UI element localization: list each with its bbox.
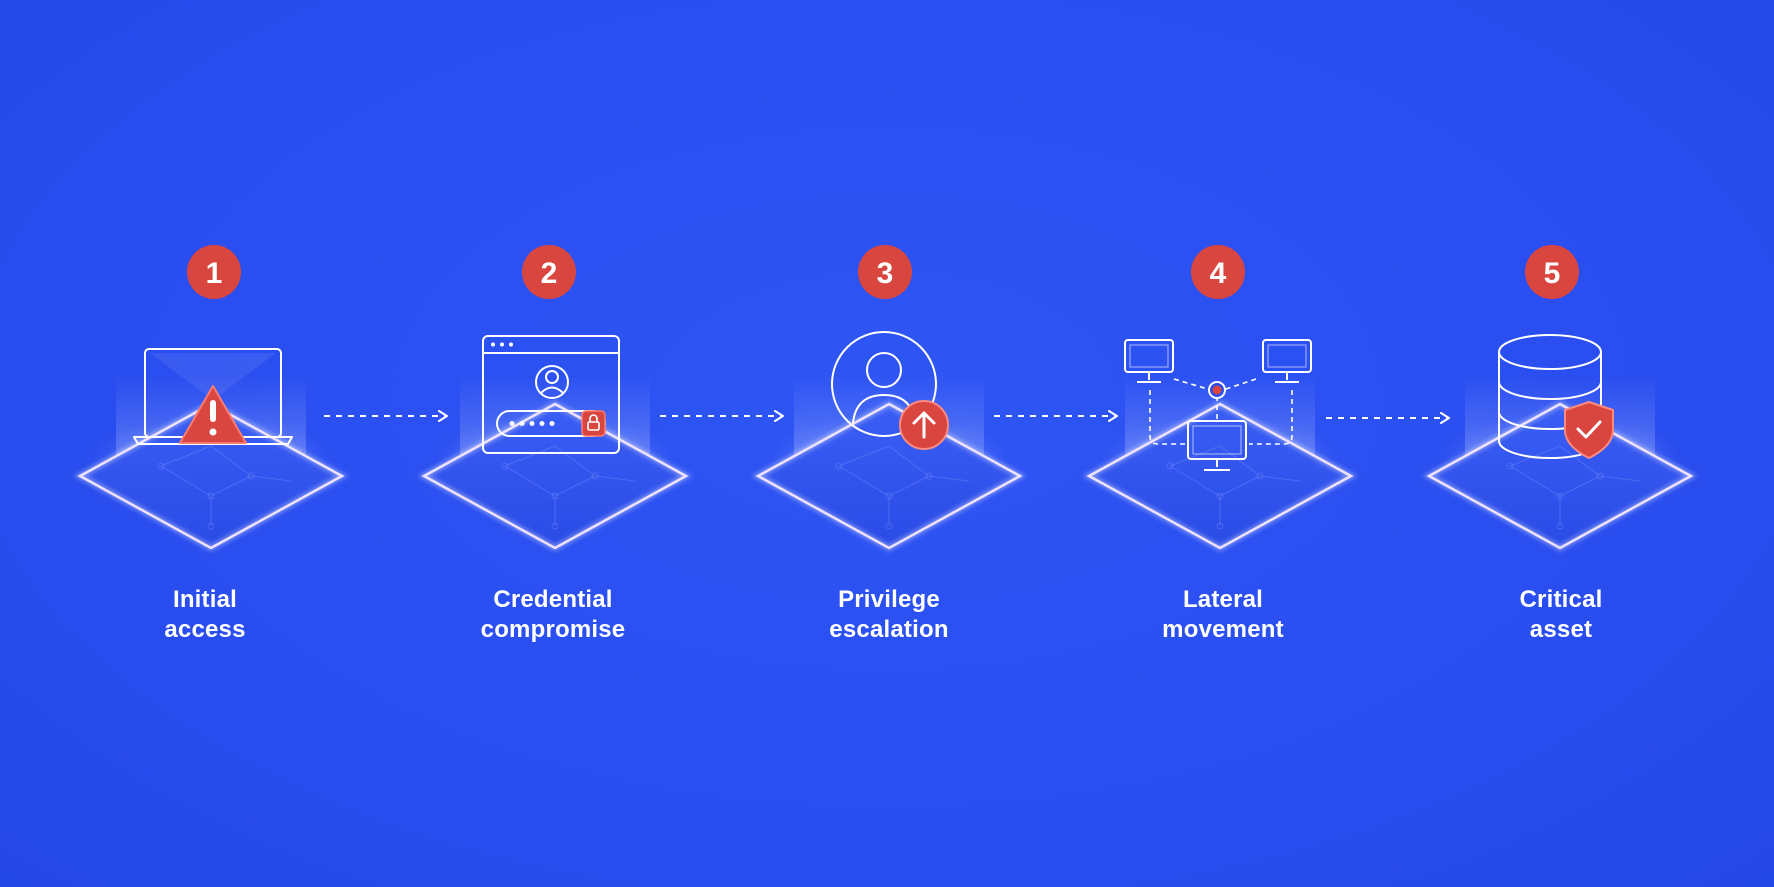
step-label-line1: Privilege [838, 586, 940, 613]
step-label-line2: escalation [829, 616, 949, 643]
laptop-warning-icon [133, 348, 293, 445]
step-label-line2: movement [1162, 616, 1284, 643]
user-arrow-up-icon [831, 331, 949, 450]
step-number: 3 [877, 257, 894, 290]
step-number: 2 [541, 257, 558, 290]
step-badge-2: 2 [522, 245, 576, 299]
step-label-5: Critical asset [1431, 585, 1691, 645]
step-badge-4: 4 [1191, 245, 1245, 299]
platform-3 [751, 376, 1027, 552]
step-label-line2: compromise [480, 616, 626, 643]
network-computers-icon [1124, 339, 1312, 471]
step-badge-3: 3 [858, 245, 912, 299]
platform-4 [1082, 376, 1358, 552]
login-window-lock-icon [482, 335, 620, 454]
step-label-line2: access [164, 616, 246, 643]
step-badge-5: 5 [1525, 245, 1579, 299]
step-label-1: Initial access [75, 585, 335, 645]
step-label-4: Lateral movement [1093, 585, 1353, 645]
step-label-line1: Critical [1519, 586, 1603, 613]
platform-2 [417, 376, 693, 552]
platform-5 [1422, 376, 1698, 552]
database-shield-icon [1498, 334, 1614, 459]
step-number: 5 [1544, 257, 1561, 290]
step-label-3: Privilege escalation [759, 585, 1019, 645]
step-label-2: Credential compromise [423, 585, 683, 645]
step-label-line1: Credential [493, 586, 613, 613]
step-badge-1: 1 [187, 245, 241, 299]
step-number: 1 [206, 257, 223, 290]
step-label-line1: Lateral [1182, 586, 1264, 613]
step-label-line1: Initial [172, 586, 238, 613]
step-number: 4 [1210, 257, 1227, 290]
step-label-line2: asset [1529, 616, 1593, 643]
